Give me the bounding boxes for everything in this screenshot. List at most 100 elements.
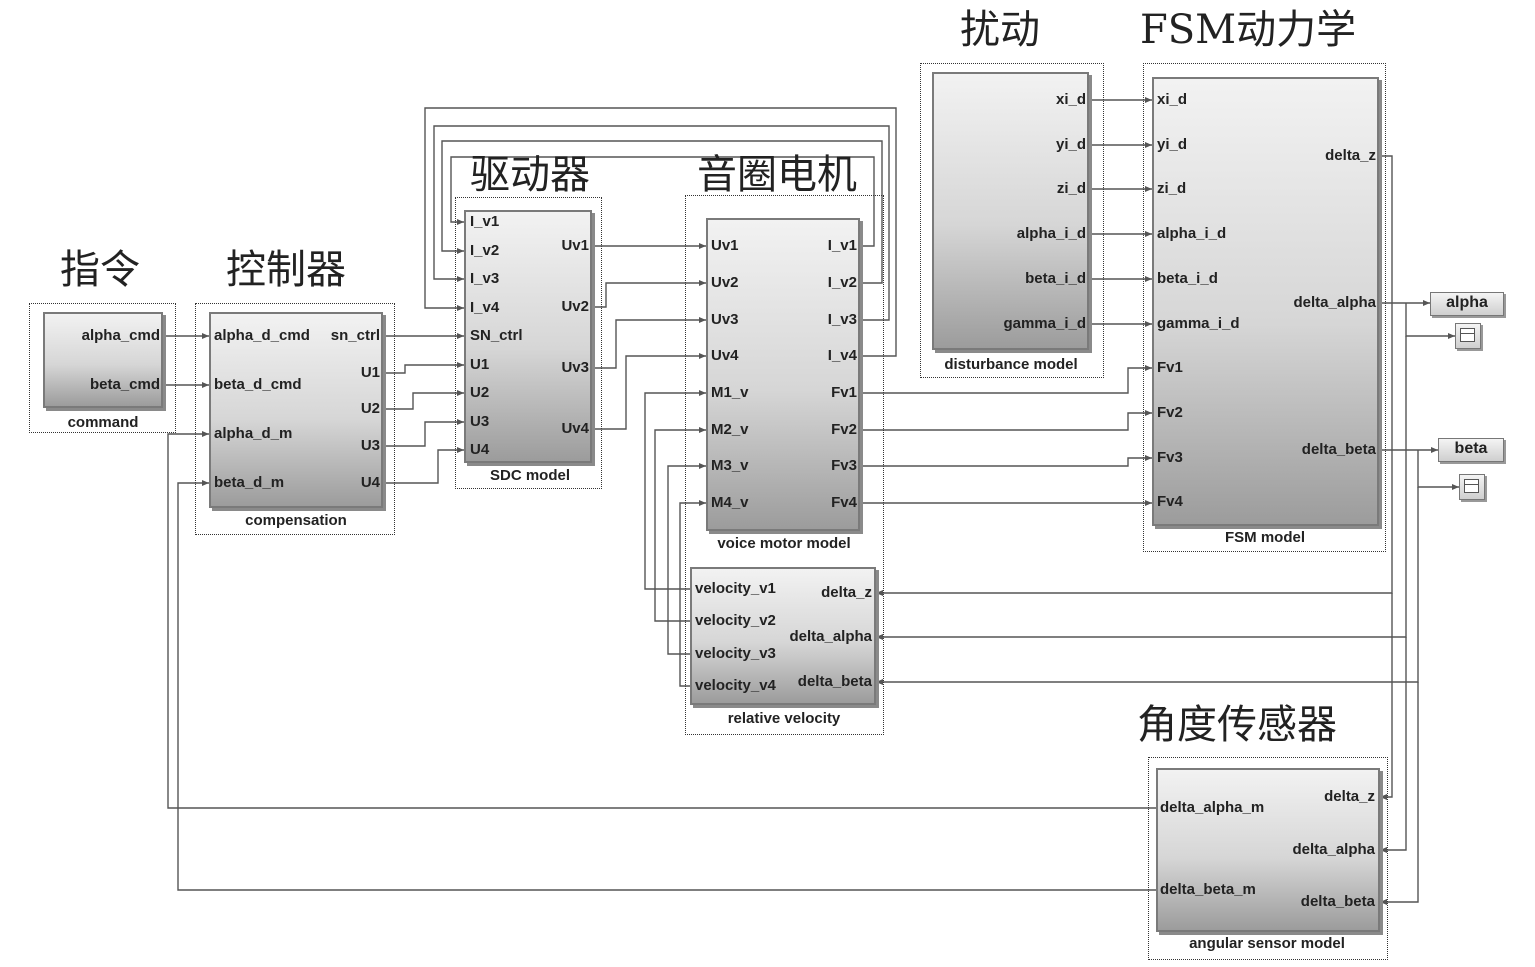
- voice-motor-port-m1-v: M1_v: [711, 384, 749, 401]
- voice-motor-block[interactable]: [706, 218, 860, 531]
- title-driver: 驱动器: [470, 152, 590, 198]
- title-instruction: 指令: [60, 247, 140, 293]
- compensation-port-alpha-d-m: alpha_d_m: [214, 425, 293, 442]
- relative-velocity-block[interactable]: [690, 567, 876, 705]
- sdc-port-u4: U4: [470, 441, 490, 458]
- voice-motor-port-m3-v: M3_v: [711, 457, 749, 474]
- relative-velocity-port-velocity-v1: velocity_v1: [695, 580, 776, 597]
- sdc-port-i-v4: I_v4: [470, 299, 500, 316]
- voice-motor-port-uv3: Uv3: [711, 311, 739, 328]
- voice-motor-port-fv2: Fv2: [831, 421, 857, 438]
- voice-motor-port-i-v4: I_v4: [827, 347, 857, 364]
- signal-line: [450, 156, 875, 247]
- voice-motor-port-i-v1: I_v1: [827, 237, 857, 254]
- fsm-block[interactable]: [1152, 77, 1379, 526]
- signal-line: [592, 353, 706, 430]
- compensation-port-beta-d-m: beta_d_m: [214, 474, 285, 491]
- fsm-port-fv1: Fv1: [1157, 359, 1183, 376]
- compensation-port-u1: U1: [360, 364, 380, 381]
- voice-motor-port-uv1: Uv1: [711, 237, 739, 254]
- sdc-port-uv2: Uv2: [561, 298, 589, 315]
- sdc-port-i-v2: I_v2: [470, 242, 500, 259]
- relative-velocity-port-delta-z: delta_z: [821, 584, 872, 601]
- voice-motor-port-i-v3: I_v3: [827, 311, 857, 328]
- fsm-port-zi-d: zi_d: [1157, 180, 1187, 197]
- signal-line: [1380, 593, 1393, 800]
- disturbance-port-xi-d: xi_d: [1055, 91, 1086, 108]
- sdc-port-u3: U3: [470, 413, 490, 430]
- angular-sensor-port-delta-beta-m: delta_beta_m: [1160, 881, 1256, 898]
- disturbance-port-beta-i-d: beta_i_d: [1025, 270, 1086, 287]
- command-block[interactable]: [43, 312, 163, 408]
- voice-coil-group: [685, 195, 884, 735]
- fsm-port-alpha-i-d: alpha_i_d: [1157, 225, 1227, 242]
- command-port-beta-cmd: beta_cmd: [89, 376, 160, 393]
- signal-line: [860, 365, 1152, 394]
- sdc-port-i-v1: I_v1: [470, 213, 500, 230]
- compensation-block-name: compensation: [245, 512, 347, 529]
- relative-velocity-port-delta-alpha: delta_alpha: [789, 628, 872, 645]
- fsm-port-gamma-i-d: gamma_i_d: [1157, 315, 1240, 332]
- disturbance-port-yi-d: yi_d: [1055, 136, 1086, 153]
- compensation-port-u4: U4: [360, 474, 380, 491]
- fsm-port-yi-d: yi_d: [1157, 136, 1188, 153]
- signal-line: [167, 431, 1156, 809]
- sdc-block[interactable]: [464, 210, 592, 463]
- voice-motor-port-m2-v: M2_v: [711, 421, 749, 438]
- command-group: [29, 303, 176, 433]
- beta-scope[interactable]: [1459, 474, 1485, 500]
- angular-sensor-block[interactable]: [1156, 768, 1380, 932]
- voice-motor-port-fv1: Fv1: [831, 384, 857, 401]
- signal-line: [667, 463, 706, 655]
- title-angle-sensor: 角度传感器: [1137, 702, 1337, 748]
- signal-line: [383, 419, 464, 447]
- voice-motor-port-fv4: Fv4: [831, 494, 857, 511]
- signal-line: [1380, 682, 1419, 905]
- compensation-port-sn-ctrl: sn_ctrl: [330, 327, 380, 344]
- relative-velocity-port-velocity-v2: velocity_v2: [695, 612, 776, 629]
- beta-outport[interactable]: beta: [1438, 438, 1504, 462]
- fsm-port-delta-z: delta_z: [1325, 147, 1376, 164]
- signal-line: [860, 410, 1152, 431]
- disturbance-port-gamma-i-d: gamma_i_d: [1003, 315, 1086, 332]
- title-voice-coil: 音圈电机: [697, 152, 857, 198]
- title-disturbance: 扰动: [960, 7, 1040, 53]
- fsm-port-fv2: Fv2: [1157, 404, 1183, 421]
- sdc-port-u1: U1: [470, 356, 490, 373]
- alpha-scope[interactable]: [1455, 323, 1481, 349]
- signal-line: [383, 362, 464, 374]
- fsm-port-fv3: Fv3: [1157, 449, 1183, 466]
- title-controller: 控制器: [226, 247, 346, 293]
- signal-line: [1380, 637, 1407, 853]
- disturbance-block[interactable]: [932, 72, 1089, 350]
- relative-velocity-port-velocity-v4: velocity_v4: [695, 677, 776, 694]
- angular-sensor-port-delta-alpha: delta_alpha: [1292, 841, 1375, 858]
- signal-line: [424, 107, 897, 357]
- compensation-port-u2: U2: [360, 400, 380, 417]
- disturbance-port-alpha-i-d: alpha_i_d: [1016, 225, 1086, 242]
- relative-velocity-block-name: relative velocity: [727, 710, 841, 727]
- signal-line: [860, 455, 1152, 467]
- signal-line: [654, 427, 706, 622]
- voice-motor-port-uv2: Uv2: [711, 274, 739, 291]
- signal-line: [592, 280, 706, 308]
- signal-line: [441, 140, 883, 284]
- angular-sensor-port-delta-alpha-m: delta_alpha_m: [1160, 799, 1265, 816]
- compensation-block[interactable]: [209, 312, 383, 508]
- relative-velocity-port-velocity-v3: velocity_v3: [695, 645, 776, 662]
- compensation-port-alpha-d-cmd: alpha_d_cmd: [214, 327, 310, 344]
- title-fsm-dynamics: FSM动力学: [1140, 7, 1357, 53]
- sdc-port-i-v3: I_v3: [470, 270, 500, 287]
- scope-screen-icon: [1460, 328, 1475, 342]
- angular-sensor-port-delta-beta: delta_beta: [1300, 893, 1375, 910]
- signal-line: [177, 480, 1156, 891]
- command-port-alpha-cmd: alpha_cmd: [81, 327, 160, 344]
- alpha-outport[interactable]: alpha: [1430, 292, 1504, 316]
- sdc-port-uv1: Uv1: [561, 237, 589, 254]
- sdc-port-uv3: Uv3: [561, 359, 589, 376]
- signal-line: [383, 447, 464, 484]
- voice-motor-port-m4-v: M4_v: [711, 494, 749, 511]
- fsm-port-delta-alpha: delta_alpha: [1293, 294, 1376, 311]
